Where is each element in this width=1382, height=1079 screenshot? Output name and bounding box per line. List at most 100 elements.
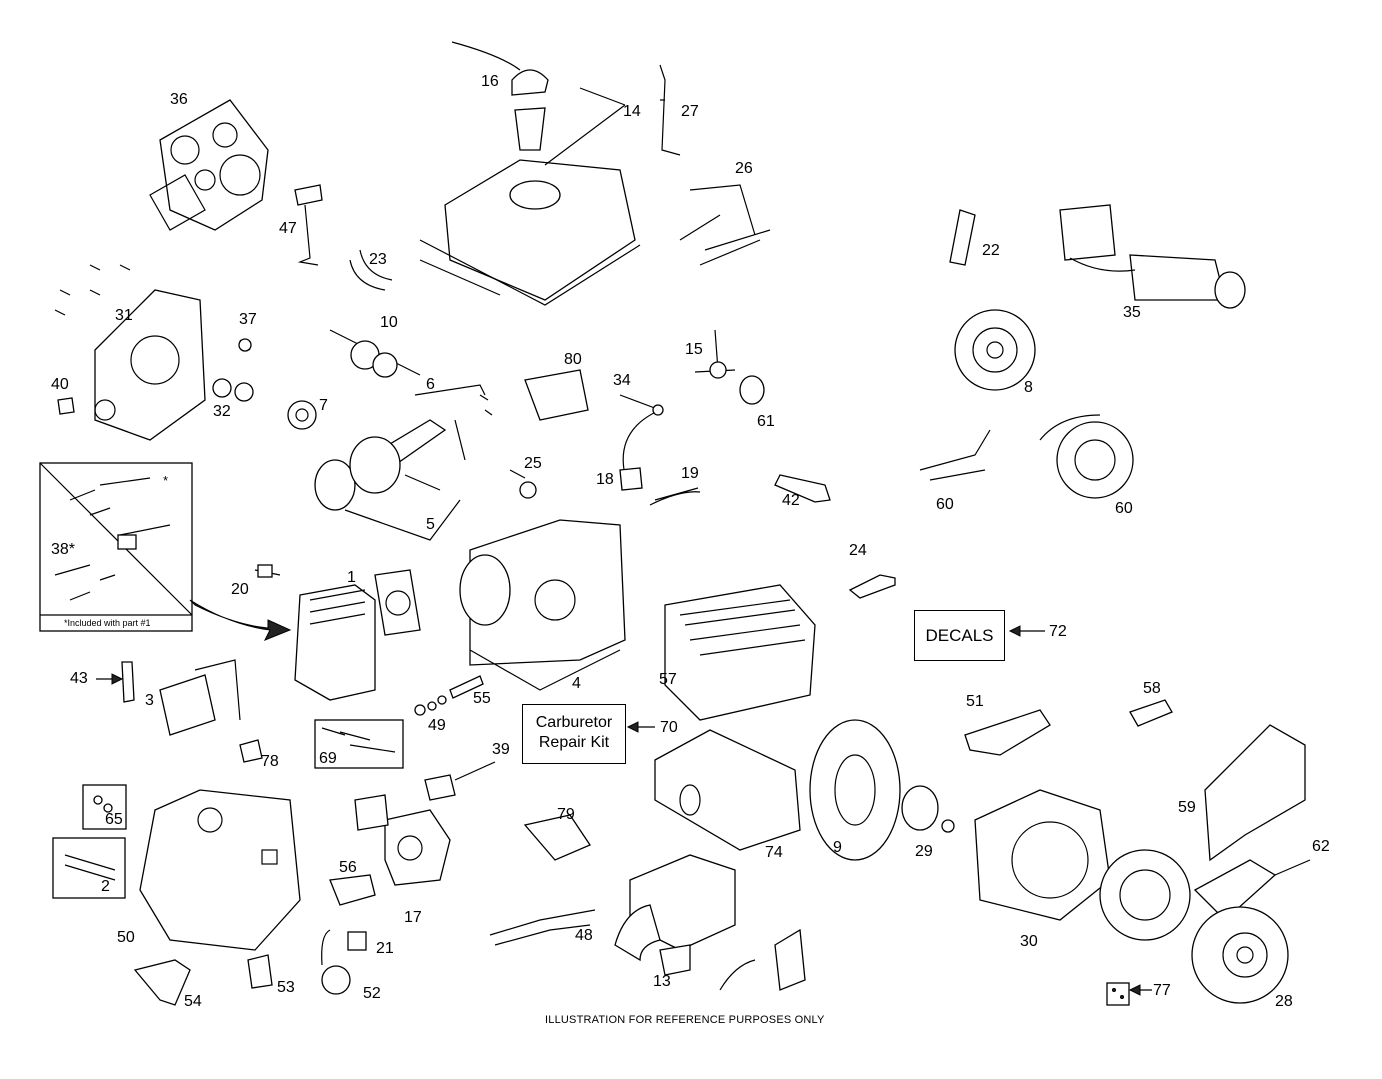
starter-motor-35 <box>1059 204 1246 309</box>
label-48: 48 <box>575 927 593 944</box>
box-69 <box>314 719 404 769</box>
box-2 <box>52 837 126 899</box>
crankshaft-10 <box>329 329 421 378</box>
part-51 <box>964 709 1051 756</box>
shroud-50 <box>139 789 301 951</box>
part-52 <box>321 929 351 995</box>
arrow-70 <box>626 721 655 733</box>
plate-59 <box>1204 724 1306 862</box>
label-35: 35 <box>1123 304 1141 321</box>
carburetor-repair-kit-box: Carburetor Repair Kit <box>522 704 626 764</box>
label-25: 25 <box>524 455 542 472</box>
callout-arrow-38 <box>189 599 292 641</box>
muffler-13 <box>614 854 736 976</box>
label-17: 17 <box>404 909 422 926</box>
label-32: 32 <box>213 403 231 420</box>
label-14: 14 <box>623 103 641 120</box>
part-80 <box>524 369 589 421</box>
label-2: 2 <box>101 878 110 895</box>
label-31: 31 <box>115 307 133 324</box>
part-60-a <box>919 429 991 481</box>
gasket-set-36 <box>149 99 269 231</box>
fan-9 <box>809 719 901 861</box>
recoil-starter-28 <box>1191 906 1289 1004</box>
label-43: 43 <box>70 670 88 687</box>
fuel-valve-15 <box>694 329 736 379</box>
part-79 <box>523 814 591 861</box>
bearing-32 <box>212 378 254 402</box>
blower-housing-30 <box>974 789 1111 921</box>
part-55 <box>449 675 484 699</box>
decals-box: DECALS <box>914 610 1005 661</box>
part-40 <box>57 397 75 415</box>
label-60a: 60 <box>936 496 954 513</box>
footer-disclaimer: ILLUSTRATION FOR REFERENCE PURPOSES ONLY <box>545 1014 825 1026</box>
label-20: 20 <box>231 581 249 598</box>
label-39: 39 <box>492 741 510 758</box>
inset-box-38 <box>39 462 193 632</box>
decals-label: DECALS <box>925 626 994 645</box>
label-16: 16 <box>481 73 499 90</box>
part-37 <box>238 338 252 352</box>
part-78 <box>239 739 263 763</box>
part-43 <box>121 661 135 703</box>
part-49 <box>414 695 447 716</box>
label-60b: 60 <box>1115 500 1133 517</box>
label-47: 47 <box>279 220 297 237</box>
piston-5 <box>314 436 461 541</box>
label-15: 15 <box>685 341 703 358</box>
part-19 <box>649 487 701 506</box>
wiring-48 <box>489 909 596 946</box>
label-77: 77 <box>1153 982 1171 999</box>
label-74: 74 <box>765 844 783 861</box>
included-note: *Included with part #1 <box>64 618 151 628</box>
label-55: 55 <box>473 690 491 707</box>
label-21: 21 <box>376 940 394 957</box>
label-50: 50 <box>117 929 135 946</box>
part-58 <box>1129 699 1173 727</box>
label-42: 42 <box>782 492 800 509</box>
cover-74 <box>654 729 801 851</box>
part-39 <box>424 761 496 801</box>
arrow-72 <box>1008 625 1045 637</box>
label-62: 62 <box>1312 838 1330 855</box>
label-52: 52 <box>363 985 381 1002</box>
carb-kit-line1: Carburetor <box>535 714 613 731</box>
label-18: 18 <box>596 471 614 488</box>
label-28: 28 <box>1275 993 1293 1010</box>
label-70: 70 <box>660 719 678 736</box>
label-27: 27 <box>681 103 699 120</box>
label-24: 24 <box>849 542 867 559</box>
label-5: 5 <box>426 516 435 533</box>
label-38: 38* <box>51 541 76 558</box>
box-65 <box>82 784 127 830</box>
label-78: 78 <box>261 753 279 770</box>
label-7: 7 <box>319 397 328 414</box>
carb-kit-line2: Repair Kit <box>538 734 610 751</box>
part-26 <box>679 184 771 266</box>
label-1: 1 <box>347 569 356 586</box>
label-56: 56 <box>339 859 357 876</box>
label-19: 19 <box>681 465 699 482</box>
label-asterisk: * <box>163 473 169 488</box>
label-3: 3 <box>145 692 154 709</box>
label-58: 58 <box>1143 680 1161 697</box>
label-49: 49 <box>428 717 446 734</box>
label-10: 10 <box>380 314 398 331</box>
arrow-43 <box>96 673 124 685</box>
shroud-57 <box>664 584 816 721</box>
box-77 <box>1106 982 1130 1006</box>
arrow-77 <box>1128 984 1152 996</box>
fuel-tank-14 <box>419 41 641 306</box>
dipstick-47 <box>294 184 323 266</box>
label-9: 9 <box>833 839 842 856</box>
label-57: 57 <box>659 671 677 688</box>
part-24 <box>848 574 896 599</box>
label-69: 69 <box>319 750 337 767</box>
label-72: 72 <box>1049 623 1067 640</box>
label-30: 30 <box>1020 933 1038 950</box>
label-4: 4 <box>572 675 581 692</box>
part-27 <box>659 64 681 156</box>
label-34: 34 <box>613 372 631 389</box>
